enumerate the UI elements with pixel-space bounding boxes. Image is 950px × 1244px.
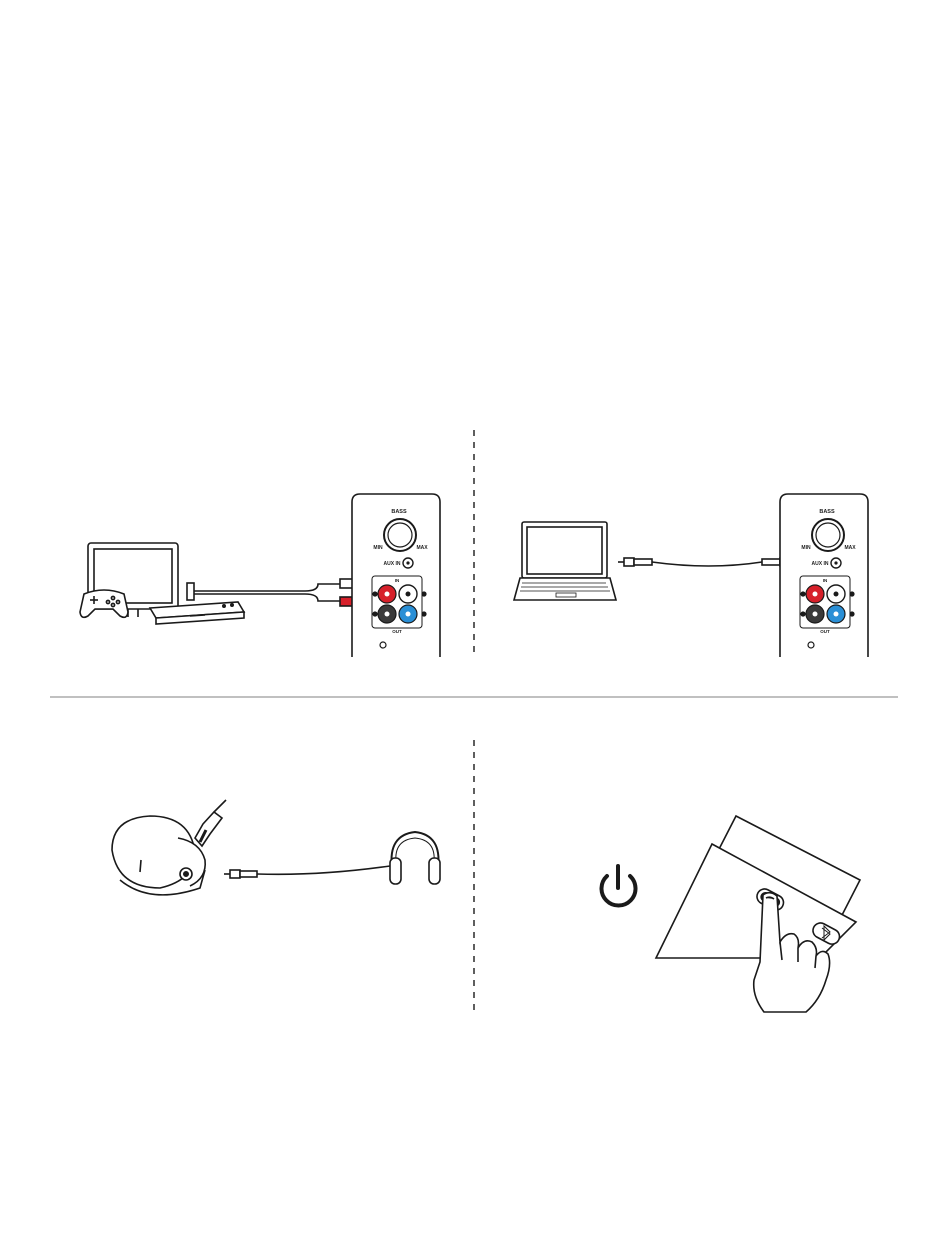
panel-console-connection bbox=[80, 543, 364, 624]
min-label-right: MIN bbox=[801, 545, 811, 551]
speaker-panel-left: BASS MIN MAX AUX IN IN OUT bbox=[352, 494, 440, 657]
panel-power-on bbox=[602, 816, 860, 1012]
gamepad-icon bbox=[80, 590, 128, 617]
status-led bbox=[380, 642, 386, 648]
speaker-panel-right: BASS MIN MAX AUX IN IN OUT bbox=[780, 494, 868, 657]
laptop-icon bbox=[514, 522, 616, 600]
aux-in-label-right: AUX IN bbox=[812, 561, 829, 567]
min-label: MIN bbox=[373, 545, 383, 551]
control-pod-icon bbox=[112, 800, 226, 895]
headphones-icon bbox=[390, 832, 440, 884]
panel-laptop-connection bbox=[514, 522, 796, 600]
status-led-right bbox=[808, 642, 814, 648]
out-label: OUT bbox=[392, 629, 402, 634]
aux-in-label: AUX IN bbox=[384, 561, 401, 567]
in-label: IN bbox=[395, 578, 400, 583]
panel-headphones-connection bbox=[112, 800, 440, 895]
bass-label-right: BASS bbox=[819, 509, 835, 515]
bass-label: BASS bbox=[391, 509, 407, 515]
out-label-right: OUT bbox=[820, 629, 830, 634]
max-label: MAX bbox=[416, 545, 428, 551]
in-label-right: IN bbox=[823, 578, 828, 583]
max-label-right: MAX bbox=[844, 545, 856, 551]
power-icon bbox=[602, 866, 636, 906]
